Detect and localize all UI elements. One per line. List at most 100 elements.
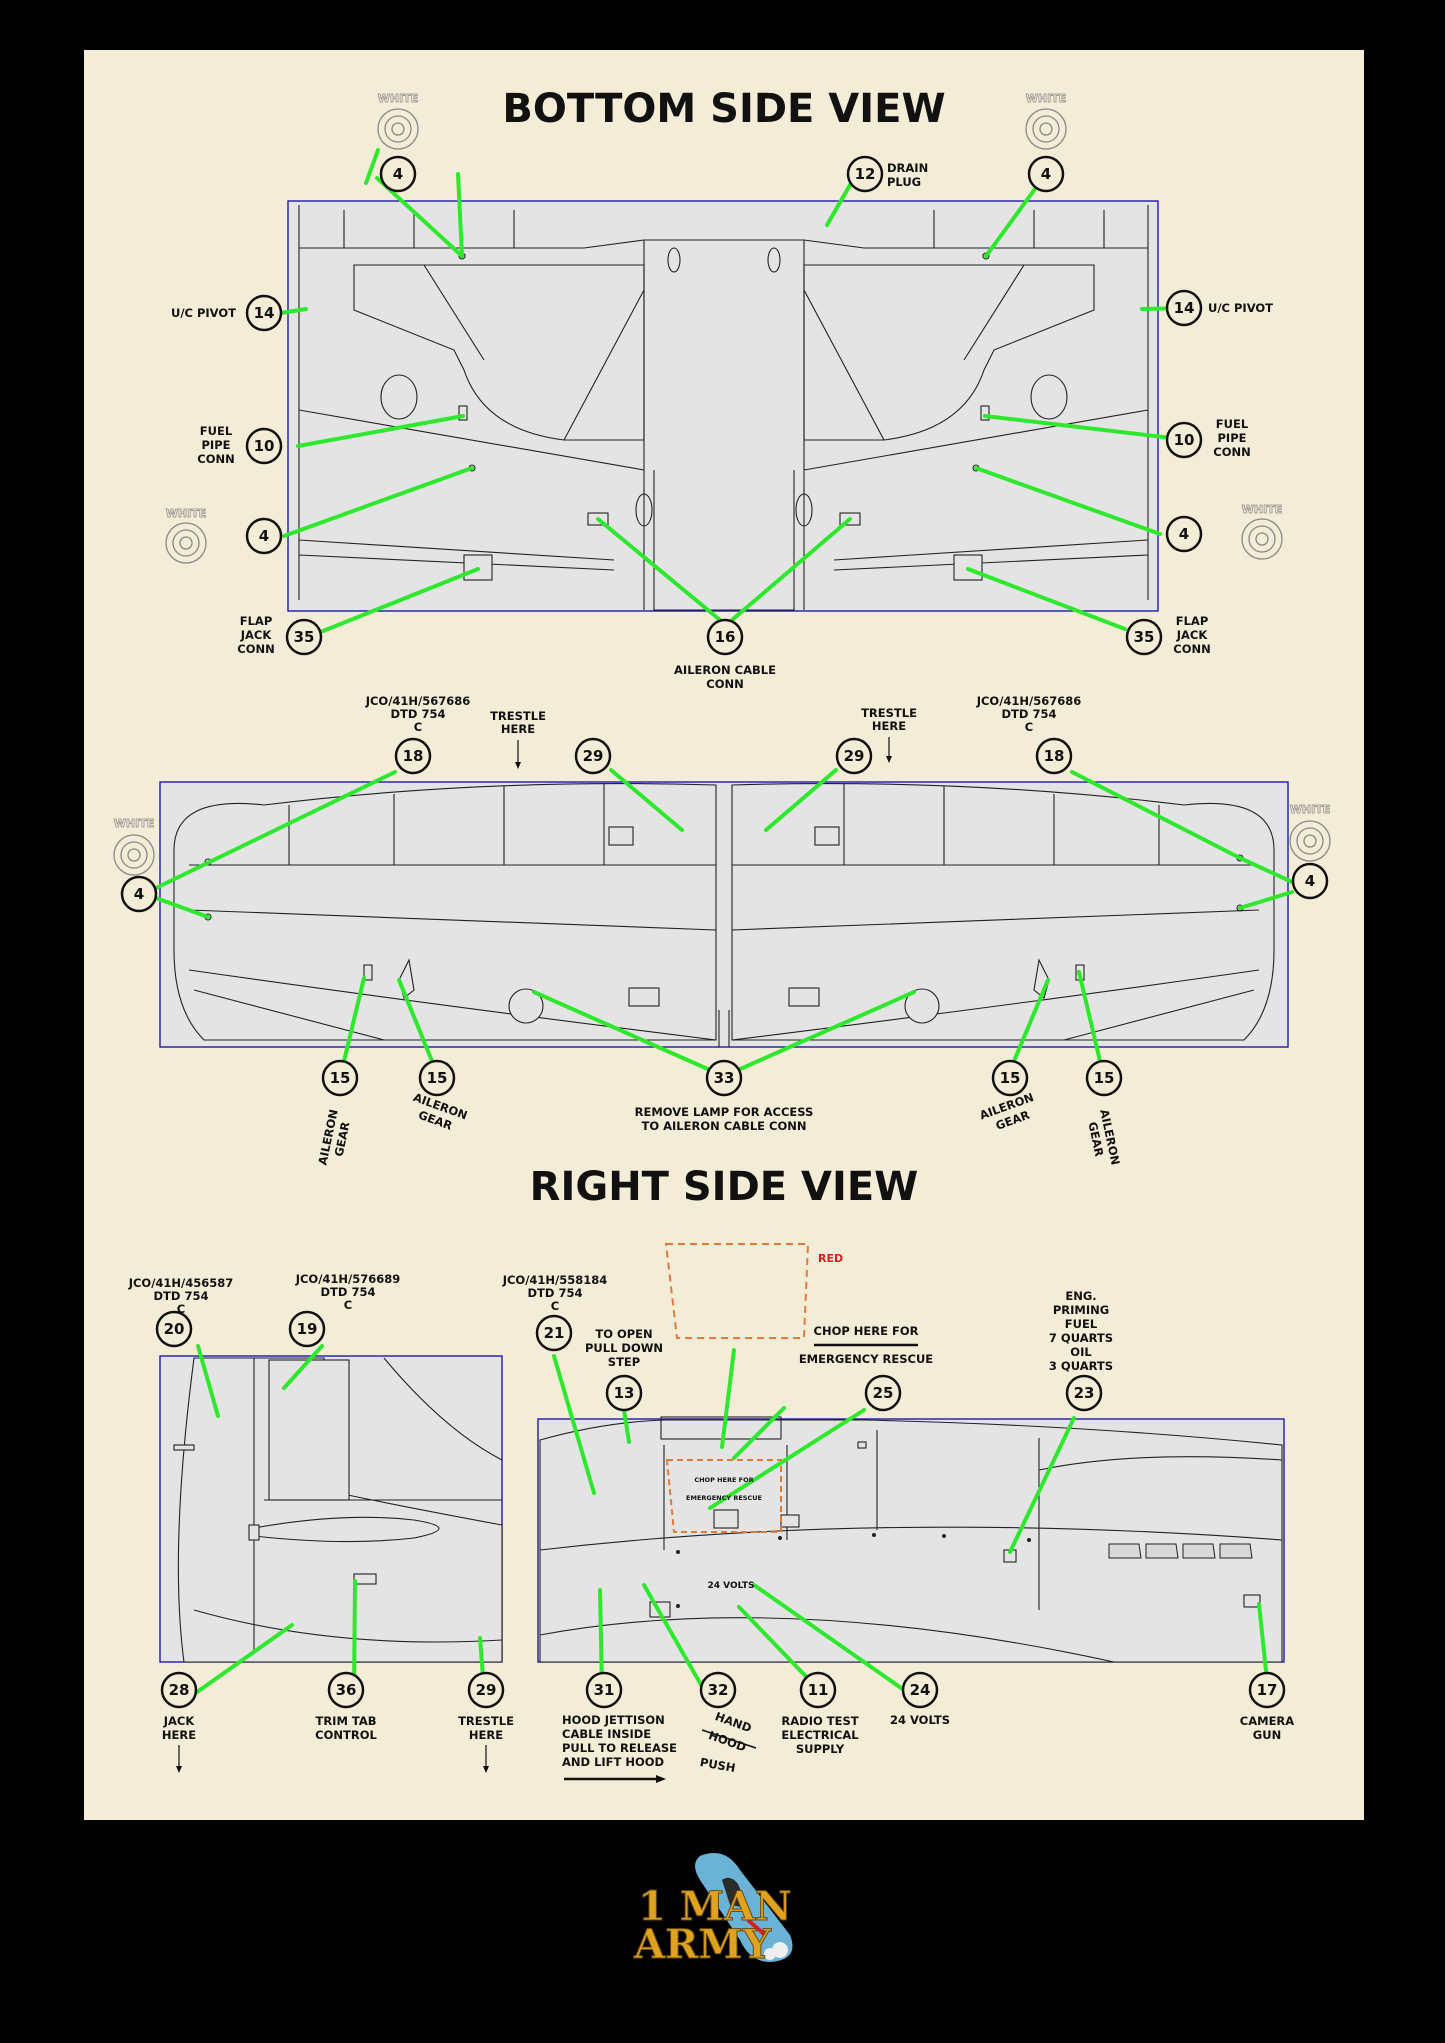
fuel-pipe-left-2: PIPE (202, 438, 231, 452)
svg-text:WHITE: WHITE (1290, 803, 1330, 816)
logo-text-line1: 1 MAN (638, 1883, 792, 1930)
callout-32: 32 (699, 1671, 737, 1709)
callout-23: 23 (1065, 1374, 1103, 1412)
camera-gun-2: GUN (1253, 1728, 1281, 1742)
volts-24-label: 24 VOLTS (890, 1713, 950, 1727)
svg-text:WHITE: WHITE (378, 92, 418, 105)
callout-21: 21 (535, 1314, 573, 1352)
callout-29-right: 29 (835, 737, 873, 775)
svg-text:23: 23 (1074, 1384, 1095, 1402)
top-leader-lines (154, 768, 1294, 1072)
trestle-top-left-2: HERE (501, 722, 535, 736)
callout-15-c: 15 (991, 1059, 1029, 1097)
white-roundel-5: WHITE (113, 817, 155, 876)
callout-14-right: 14 (1165, 289, 1203, 327)
callout-4-mid-left: 4 (245, 517, 283, 555)
svg-text:4: 4 (393, 165, 403, 183)
ref-576689-2: DTD 754 (321, 1285, 376, 1299)
stencil-drawing: BOTTOM SIDE VIEW (113, 86, 1331, 1783)
callout-24: 24 (901, 1671, 939, 1709)
svg-text:29: 29 (844, 747, 865, 765)
white-roundel-4: WHITE (1241, 503, 1283, 560)
eng-priming-6: 3 QUARTS (1049, 1359, 1113, 1373)
callout-31: 31 (585, 1671, 623, 1709)
ref-567686-right-2: DTD 754 (1002, 707, 1057, 721)
svg-text:10: 10 (1174, 431, 1195, 449)
callout-10-left: 10 (245, 427, 283, 465)
fuel-pipe-right-1: FUEL (1216, 417, 1249, 431)
trim-tab-1: TRIM TAB (315, 1714, 376, 1728)
svg-text:4: 4 (134, 885, 144, 903)
ref-567686-left-3: C (414, 720, 422, 734)
remove-lamp-2: TO AILERON CABLE CONN (641, 1119, 806, 1133)
flap-jack-right-3: CONN (1173, 642, 1210, 656)
hood-jettison-1: HOOD JETTISON (562, 1713, 665, 1727)
rescue-chop-outline (665, 1459, 782, 1533)
jack-here-1: JACK (163, 1714, 196, 1728)
callout-4-top-left: 4 (379, 155, 417, 193)
logo-soldier-silhouette (722, 1877, 748, 1908)
logo-text-line2: ARMY (633, 1921, 772, 1968)
svg-text:29: 29 (476, 1681, 497, 1699)
svg-text:15: 15 (427, 1069, 448, 1087)
hood-jettison-2: CABLE INSIDE (562, 1727, 651, 1741)
callout-28: 28 (160, 1671, 198, 1709)
callout-18-right: 18 (1035, 737, 1073, 775)
camera-gun-1: CAMERA (1240, 1714, 1294, 1728)
svg-text:24: 24 (910, 1681, 931, 1699)
remove-lamp-1: REMOVE LAMP FOR ACCESS (635, 1105, 814, 1119)
bottom-wing-plan (287, 200, 1159, 612)
callout-35-right: 35 (1125, 618, 1163, 656)
ref-558184-1: JCO/41H/558184 (502, 1273, 608, 1287)
drain-plug-line1: DRAIN (887, 161, 928, 175)
flap-jack-right-2: JACK (1176, 628, 1209, 642)
eng-priming-5: OIL (1070, 1345, 1092, 1359)
fuel-pipe-right-3: CONN (1213, 445, 1250, 459)
svg-text:11: 11 (808, 1681, 829, 1699)
red-label: RED (818, 1252, 843, 1265)
callout-36: 36 (327, 1671, 365, 1709)
callout-35-left: 35 (285, 618, 323, 656)
svg-text:18: 18 (403, 747, 424, 765)
svg-text:36: 36 (336, 1681, 357, 1699)
callout-16-aileron: 16 (706, 618, 744, 656)
red-outline (664, 1243, 810, 1339)
svg-text:15: 15 (1000, 1069, 1021, 1087)
trestle-top-right-1: TRESTLE (861, 706, 917, 720)
to-open-3: STEP (608, 1355, 640, 1369)
bottom-leader-lines (279, 148, 1184, 633)
svg-text:13: 13 (614, 1384, 635, 1402)
callout-19: 19 (288, 1310, 326, 1348)
eng-priming-1: ENG. (1065, 1289, 1096, 1303)
svg-text:4: 4 (259, 527, 269, 545)
right-view-title: RIGHT SIDE VIEW (530, 1164, 919, 1210)
svg-text:31: 31 (594, 1681, 615, 1699)
hood-jettison-3: PULL TO RELEASE (562, 1741, 677, 1755)
callout-25: 25 (864, 1374, 902, 1412)
svg-text:28: 28 (169, 1681, 190, 1699)
ref-567686-right-1: JCO/41H/567686 (976, 694, 1082, 708)
ref-576689-3: C (344, 1298, 352, 1312)
white-roundel-6: WHITE (1289, 803, 1331, 862)
callout-20: 20 (155, 1310, 193, 1348)
aileron-cable-2: CONN (706, 677, 743, 691)
svg-text:16: 16 (715, 628, 736, 646)
chop-inner-2: EMERGENCY RESCUE (686, 1494, 762, 1502)
svg-text:29: 29 (583, 747, 604, 765)
tail-side-view (159, 1355, 503, 1663)
fuel-pipe-right-2: PIPE (1218, 431, 1247, 445)
callout-18-left: 18 (394, 737, 432, 775)
callout-13: 13 (605, 1374, 643, 1412)
to-open-2: PULL DOWN (585, 1341, 663, 1355)
callout-29-side: 29 (467, 1671, 505, 1709)
trestle-side-1: TRESTLE (458, 1714, 514, 1728)
svg-text:4: 4 (1179, 525, 1189, 543)
to-open-1: TO OPEN (595, 1327, 652, 1341)
fuel-pipe-left-1: FUEL (200, 424, 233, 438)
flap-jack-left-2: JACK (240, 628, 273, 642)
callout-4-wing-left: 4 (120, 875, 158, 913)
svg-text:14: 14 (1174, 299, 1195, 317)
trestle-side-2: HERE (469, 1728, 503, 1742)
svg-text:25: 25 (873, 1384, 894, 1402)
ref-567686-left-1: JCO/41H/567686 (365, 694, 471, 708)
